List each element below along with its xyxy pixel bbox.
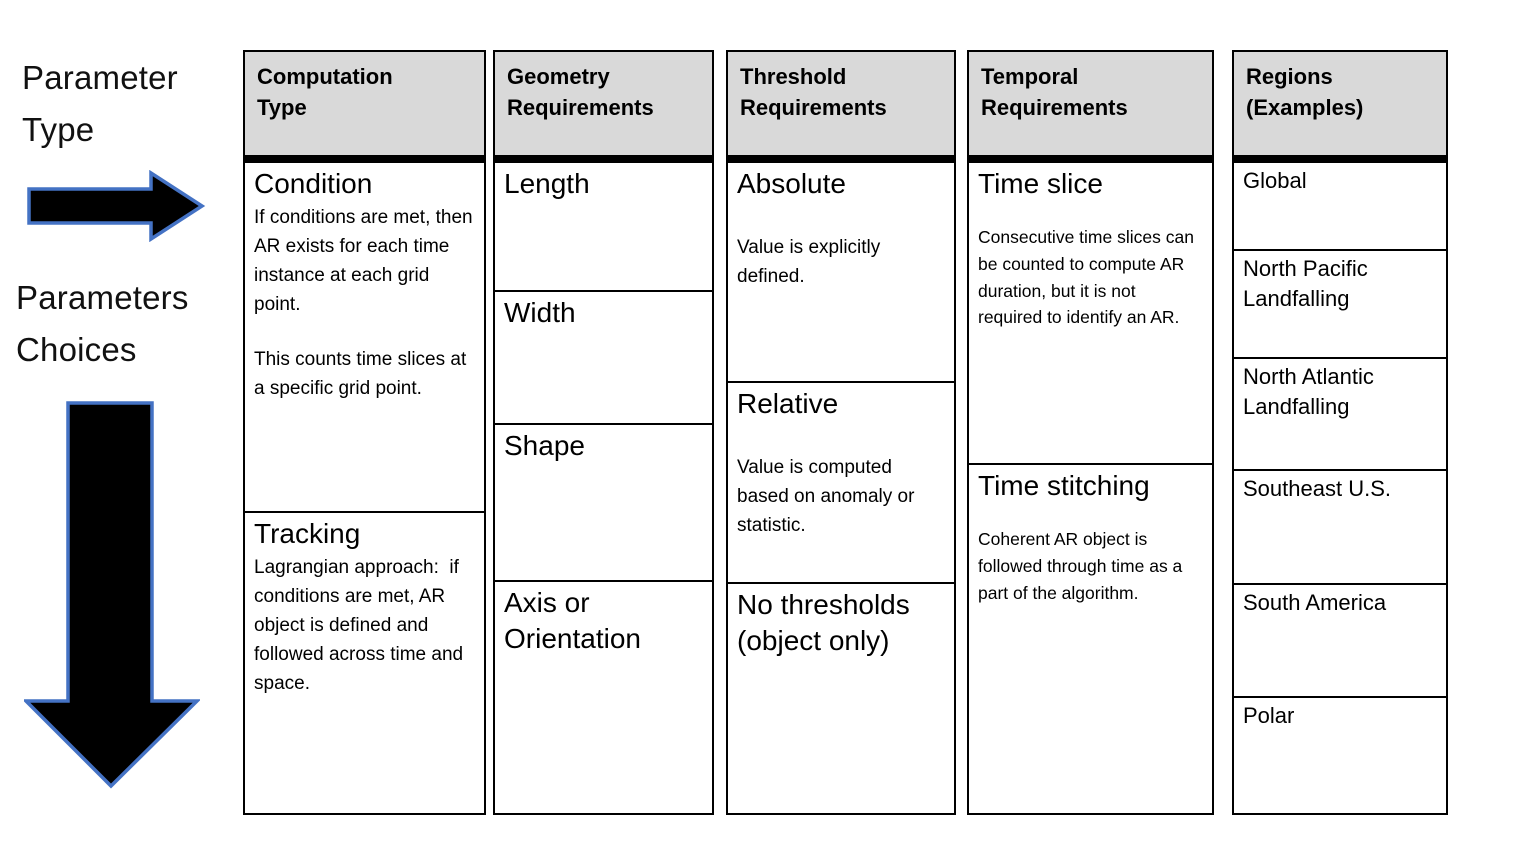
cell-title: Global <box>1243 168 1307 193</box>
cell-shape: Shape <box>495 423 712 580</box>
header-divider-bar <box>1232 155 1448 163</box>
cell-southeast-us: Southeast U.S. <box>1234 469 1446 583</box>
cell-polar: Polar <box>1234 696 1446 813</box>
cell-body: Value is explicitly defined. <box>737 237 886 288</box>
cell-north-atlantic-landfalling: North Atlantic Landfalling <box>1234 357 1446 469</box>
cell-axis-or-orientation: Axis or Orientation <box>495 580 712 813</box>
cell-body: Lagrangian approach: if conditions are m… <box>254 557 469 694</box>
right-arrow-icon <box>27 170 206 242</box>
cell-body: Consecutive time slices can be counted t… <box>978 227 1199 328</box>
column-header-label: Regions (Examples) <box>1246 64 1364 121</box>
column-geometry-requirements: Geometry Requirements Length Width Shape… <box>493 50 714 815</box>
column-header: Temporal Requirements <box>967 50 1214 155</box>
cell-title: Relative <box>737 388 839 419</box>
header-divider-bar <box>726 155 956 163</box>
column-body: Length Width Shape Axis or Orientation <box>493 163 714 815</box>
cell-title: Time stitching <box>978 470 1150 501</box>
cell-relative: Relative Value is computed based on anom… <box>728 381 954 582</box>
cell-time-slice: Time slice Consecutive time slices can b… <box>969 163 1212 463</box>
cell-title: Time slice <box>978 168 1103 199</box>
column-threshold-requirements: Threshold Requirements Absolute Value is… <box>726 50 956 815</box>
column-body: Time slice Consecutive time slices can b… <box>967 163 1214 815</box>
column-body: Global North Pacific Landfalling North A… <box>1232 163 1448 815</box>
cell-title: Condition <box>254 168 373 199</box>
cell-title: Width <box>504 297 576 328</box>
column-body: Absolute Value is explicitly defined. Re… <box>726 163 956 815</box>
down-arrow-icon <box>24 401 200 789</box>
cell-tracking: Tracking Lagrangian approach: if conditi… <box>245 511 484 813</box>
column-body: Condition If conditions are met, then AR… <box>243 163 486 815</box>
column-header: Regions (Examples) <box>1232 50 1448 155</box>
column-computation-type: Computation Type Condition If conditions… <box>243 50 486 815</box>
cell-title: Polar <box>1243 703 1295 728</box>
cell-global: Global <box>1234 163 1446 249</box>
column-header-label: Threshold Requirements <box>740 64 887 121</box>
column-header: Geometry Requirements <box>493 50 714 155</box>
cell-title: Southeast U.S. <box>1243 476 1391 501</box>
header-divider-bar <box>493 155 714 163</box>
cell-title: Length <box>504 168 590 199</box>
cell-title: North Atlantic Landfalling <box>1243 364 1374 419</box>
cell-body: Value is computed based on anomaly or st… <box>737 457 920 537</box>
cell-south-america: South America <box>1234 583 1446 696</box>
cell-title: South America <box>1243 590 1387 615</box>
cell-width: Width <box>495 290 712 423</box>
column-header-label: Computation Type <box>257 64 393 121</box>
cell-absolute: Absolute Value is explicitly defined. <box>728 163 954 381</box>
header-divider-bar <box>243 155 486 163</box>
cell-north-pacific-landfalling: North Pacific Landfalling <box>1234 249 1446 357</box>
column-header-label: Temporal Requirements <box>981 64 1128 121</box>
cell-time-stitching: Time stitching Coherent AR object is fol… <box>969 463 1212 813</box>
column-regions-examples: Regions (Examples) Global North Pacific … <box>1232 50 1448 815</box>
cell-condition: Condition If conditions are met, then AR… <box>245 163 484 511</box>
parameter-type-label: Parameter Type <box>22 59 178 149</box>
cell-title: North Pacific Landfalling <box>1243 256 1368 311</box>
cell-no-thresholds: No thresholds (object only) <box>728 582 954 813</box>
cell-title: Shape <box>504 430 585 461</box>
cell-title: Absolute <box>737 168 846 199</box>
cell-body: If conditions are met, then AR exists fo… <box>254 207 477 316</box>
cell-length: Length <box>495 163 712 290</box>
cell-title: No thresholds (object only) <box>737 589 910 657</box>
cell-title: Tracking <box>254 518 361 549</box>
cell-body: Coherent AR object is followed through t… <box>978 529 1188 603</box>
column-temporal-requirements: Temporal Requirements Time slice Consecu… <box>967 50 1214 815</box>
cell-body: This counts time slices at a specific gr… <box>254 348 472 399</box>
header-divider-bar <box>967 155 1214 163</box>
column-header: Computation Type <box>243 50 486 155</box>
column-header: Threshold Requirements <box>726 50 956 155</box>
cell-title: Axis or Orientation <box>504 587 641 655</box>
column-header-label: Geometry Requirements <box>507 64 654 121</box>
parameters-choices-label: Parameters Choices <box>16 279 189 369</box>
